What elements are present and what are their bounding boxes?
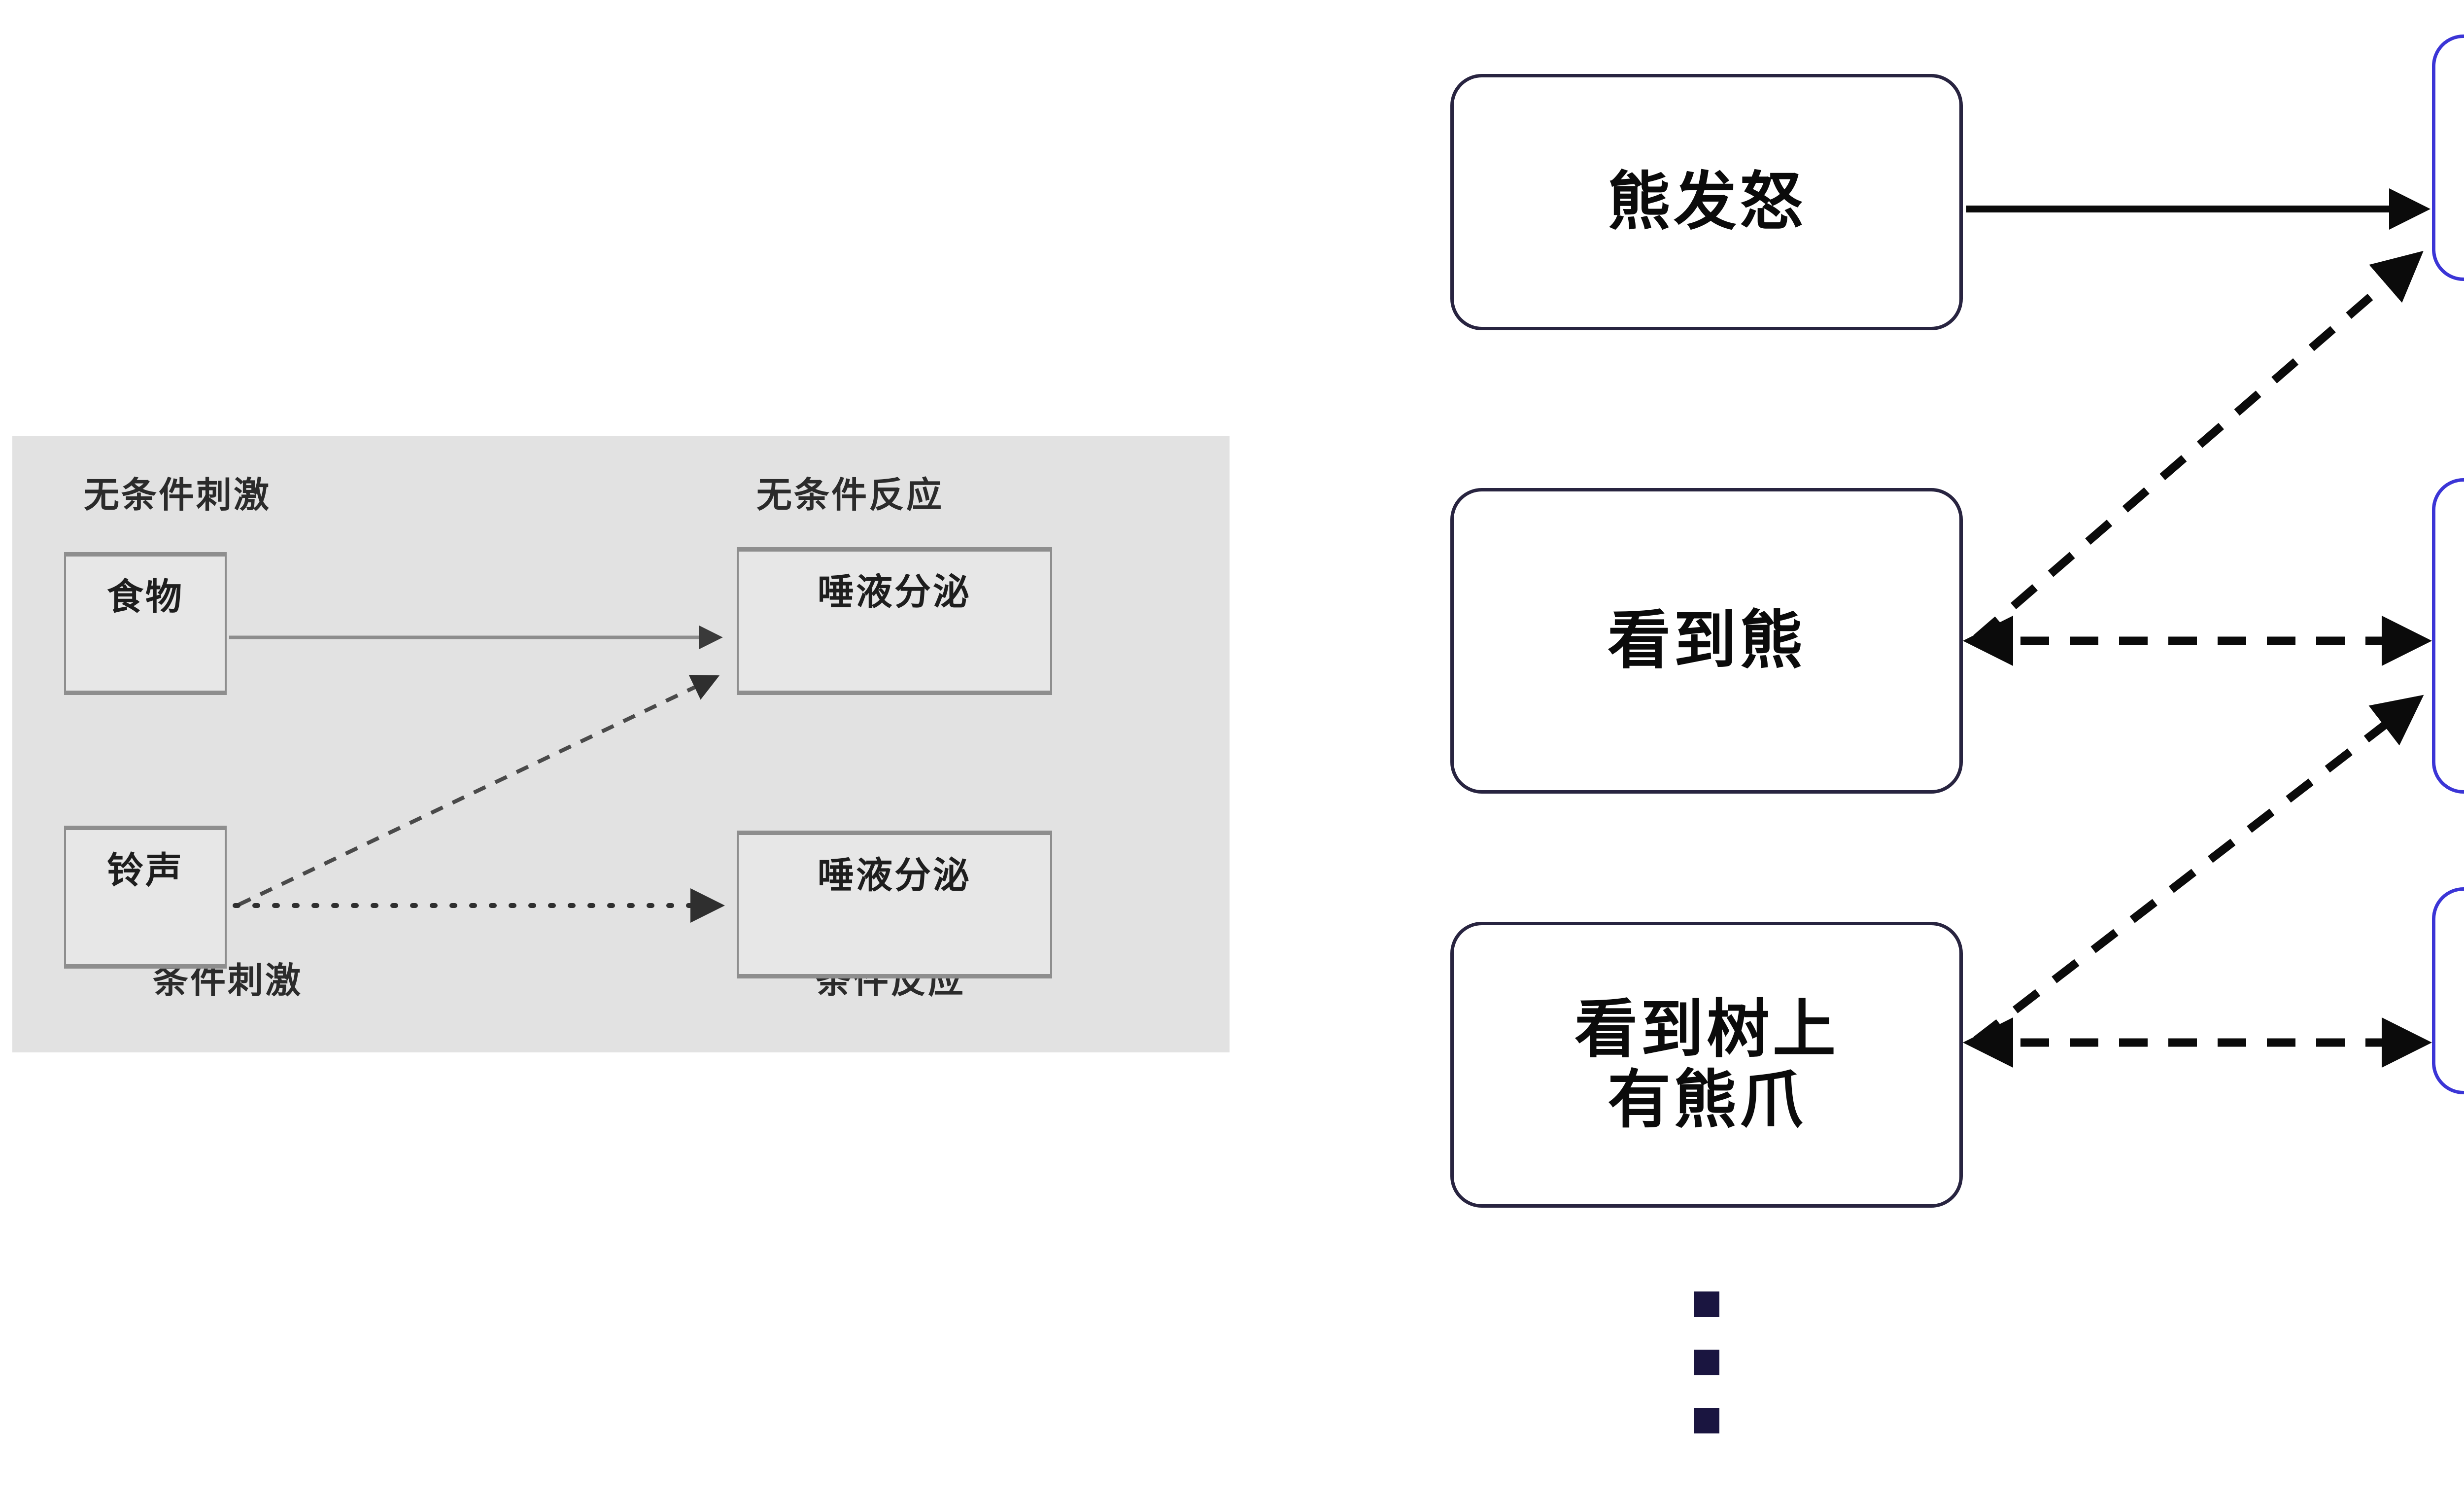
node-see-claw[interactable]: 看到树上 有熊爪 — [1450, 922, 1963, 1208]
node-see-claw-label: 看到树上 有熊爪 — [1574, 994, 1839, 1136]
label-unconditioned-response: 无条件反应 — [756, 476, 944, 515]
dot-square — [1694, 1408, 1719, 1433]
classical-conditioning-panel: 无条件刺激 无条件反应 条件刺激 条件反应 食物 铃声 唾液分泌 唾液分泌 — [12, 436, 1230, 1052]
dot-square — [1694, 1350, 1719, 1375]
label-unconditioned-stimulus: 无条件刺激 — [84, 476, 272, 515]
continuation-dots-left — [1694, 1291, 1719, 1466]
arrow-see-bear-to-reward — [1973, 250, 2424, 642]
node-v-s-prime[interactable]: V(s′) — [2432, 478, 2464, 794]
node-see-claw-line1: 看到树上 — [1574, 994, 1839, 1065]
node-see-bear[interactable]: 看到熊 — [1450, 488, 1963, 794]
box-bell: 铃声 — [64, 826, 227, 969]
node-v-s[interactable]: V(s) — [2432, 887, 2464, 1094]
node-bear-angry-label: 熊发怒 — [1607, 167, 1806, 238]
node-bear-angry[interactable]: 熊发怒 — [1450, 74, 1963, 330]
arrow-see-claw-to-v-s-prime — [1973, 695, 2424, 1044]
node-reward[interactable]: 奖励 — [2432, 35, 2464, 281]
box-food: 食物 — [64, 552, 227, 695]
node-see-claw-line2: 有熊爪 — [1607, 1065, 1806, 1135]
box-salivation-unconditioned: 唾液分泌 — [737, 547, 1052, 695]
node-see-bear-label: 看到熊 — [1607, 605, 1806, 676]
arrow-bell-diagonal — [238, 675, 720, 906]
conditioning-arrows — [229, 625, 725, 923]
box-salivation-conditioned: 唾液分泌 — [737, 831, 1052, 978]
dot-square — [1694, 1291, 1719, 1317]
